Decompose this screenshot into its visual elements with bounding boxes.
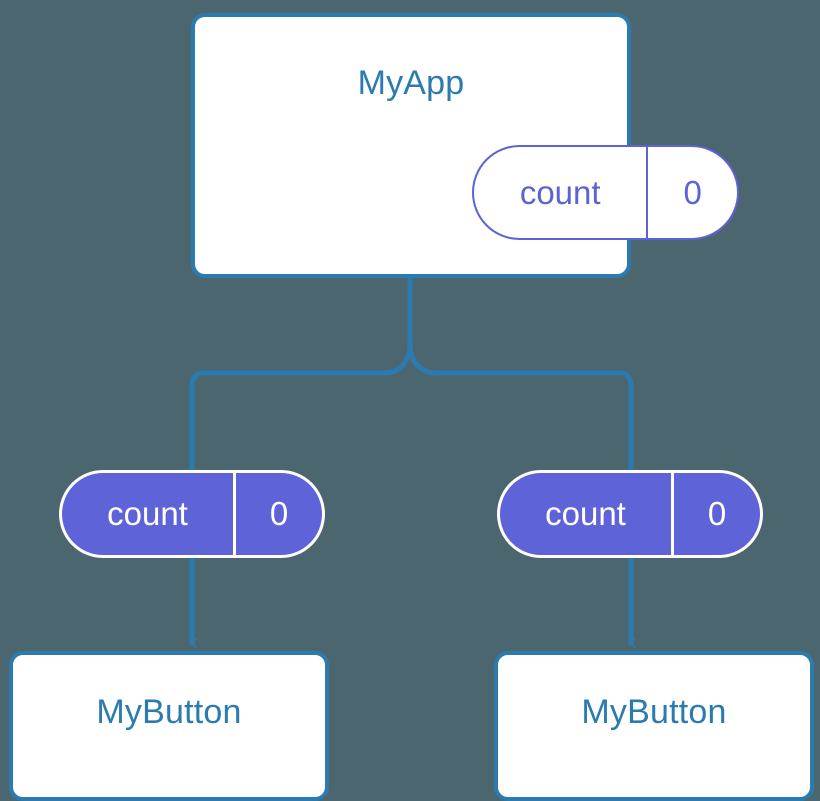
component-label-mybutton-right: MyButton (581, 693, 727, 731)
branch-line-right (407, 345, 634, 473)
state-pill-value: 0 (646, 147, 737, 238)
connector-lines (189, 274, 820, 770)
props-pill-right-value: 0 (671, 473, 760, 555)
component-node-mybutton-right[interactable]: MyButton (494, 651, 814, 801)
diagram-canvas: MyApp count 0 count 0 count 0 MyButton M… (9, 13, 820, 801)
state-pill-count[interactable]: count 0 (472, 145, 739, 240)
props-pill-right[interactable]: count 0 (497, 470, 763, 558)
props-pill-right-key: count (545, 495, 626, 532)
component-label-mybutton-left: MyButton (96, 693, 242, 731)
props-pill-left-value: 0 (233, 473, 322, 555)
component-label-myapp: MyApp (357, 64, 465, 102)
component-node-mybutton-left[interactable]: MyButton (9, 651, 329, 801)
props-pill-left-key: count (107, 495, 188, 532)
component-node-myapp[interactable]: MyApp count 0 (191, 13, 739, 278)
props-pill-left[interactable]: count 0 (59, 470, 325, 558)
branch-line-left (189, 345, 413, 473)
state-pill-key: count (519, 173, 601, 211)
